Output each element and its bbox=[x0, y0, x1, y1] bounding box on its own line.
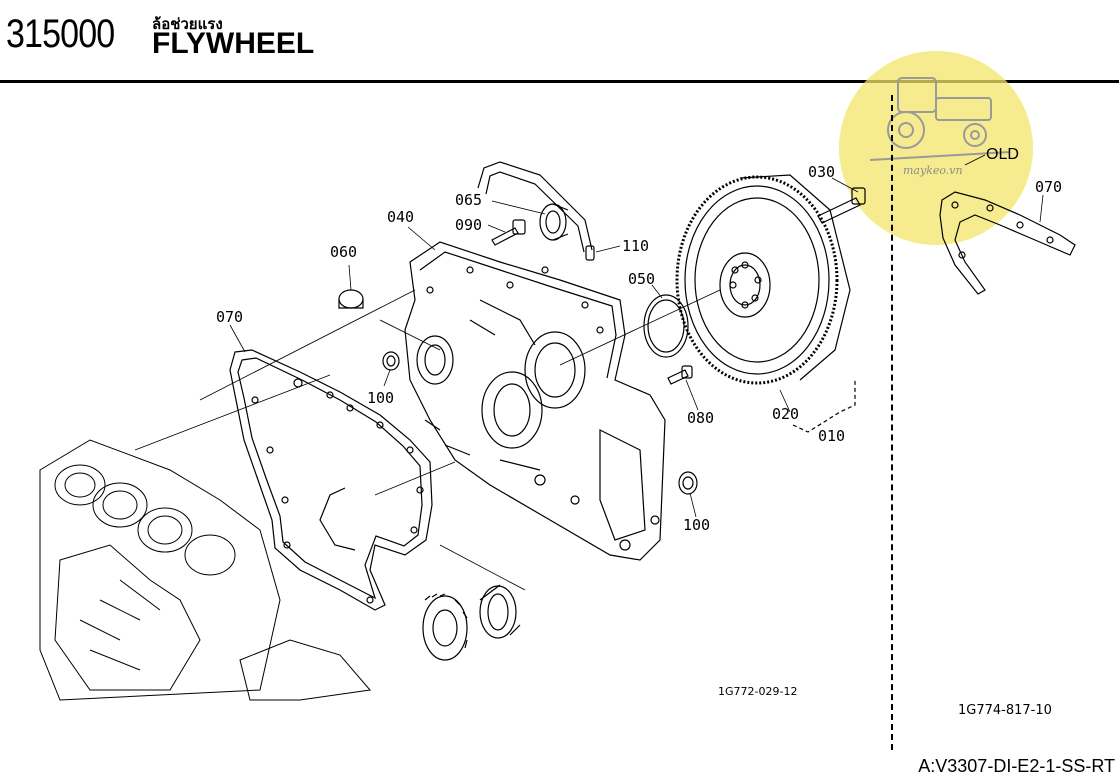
callout-080: 080 bbox=[687, 409, 715, 427]
main-drawing-ref: 1G772-029-12 bbox=[718, 685, 798, 698]
callout-110: 110 bbox=[622, 237, 650, 255]
callout-060: 060 bbox=[330, 243, 358, 261]
callout-020: 020 bbox=[772, 405, 800, 423]
engine-block bbox=[39, 439, 371, 701]
callout-040: 040 bbox=[387, 208, 415, 226]
flywheel-housing bbox=[404, 241, 666, 561]
section-code: 315000 bbox=[6, 12, 115, 56]
model-code: A:V3307-DI-E2-1-SS-RT bbox=[918, 756, 1115, 776]
callout-010: 010 bbox=[818, 427, 846, 445]
callout-100-lower: 100 bbox=[683, 516, 711, 534]
plug-100-lower bbox=[678, 471, 698, 495]
callout-030: 030 bbox=[808, 163, 836, 181]
callout-065: 065 bbox=[455, 191, 483, 209]
callout-050: 050 bbox=[628, 270, 656, 288]
inset-divider bbox=[891, 95, 893, 750]
callout-070: 070 bbox=[216, 308, 244, 326]
plug-100-upper bbox=[382, 351, 400, 371]
watermark-circle bbox=[839, 51, 1033, 245]
inset-old-label: OLD bbox=[986, 146, 1019, 163]
callout-100-upper: 100 bbox=[367, 389, 395, 407]
collar-ring bbox=[479, 584, 521, 639]
bolt-090 bbox=[491, 219, 526, 246]
breather-tube bbox=[477, 161, 595, 261]
flywheel bbox=[675, 174, 851, 385]
header-rule bbox=[0, 80, 1119, 83]
page-title: FLYWHEEL bbox=[152, 27, 315, 60]
gasket-070 bbox=[229, 349, 433, 611]
callout-090: 090 bbox=[455, 216, 483, 234]
bolt-030 bbox=[817, 187, 866, 224]
bolt-080 bbox=[667, 365, 693, 385]
tractor-icon bbox=[869, 77, 1011, 161]
oil-seal bbox=[539, 203, 569, 241]
title-thai: ล้อช่วยแรง bbox=[152, 15, 223, 33]
callout-leaders bbox=[229, 154, 1044, 518]
old-gasket bbox=[939, 191, 1076, 295]
inset-drawing-ref: 1G774-817-10 bbox=[958, 703, 1052, 718]
callout-070-old: 070 bbox=[1035, 178, 1063, 196]
plug-060 bbox=[338, 289, 364, 309]
assembly-bracket bbox=[792, 378, 856, 433]
o-ring bbox=[643, 294, 689, 358]
gear-small bbox=[422, 593, 468, 661]
watermark-text: maykeo.vn bbox=[903, 164, 963, 177]
